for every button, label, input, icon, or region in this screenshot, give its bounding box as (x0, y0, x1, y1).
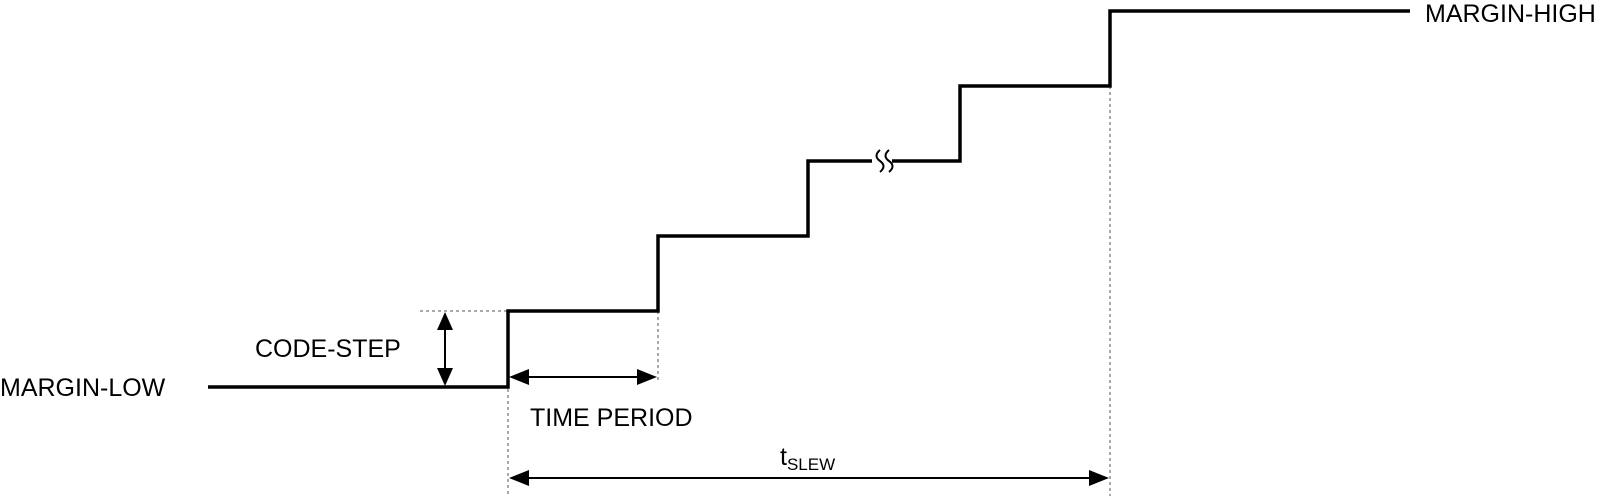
t-slew-main: t (780, 443, 787, 471)
margin-high-label: MARGIN-HIGH (1425, 0, 1596, 28)
staircase-waveform (208, 9, 1410, 389)
t-slew-arrow (509, 470, 1109, 486)
t-slew-label: tSLEW (780, 443, 835, 474)
margin-low-label: MARGIN-LOW (0, 374, 166, 402)
code-step-arrow (437, 312, 453, 386)
t-slew-subscript: SLEW (787, 455, 835, 474)
time-period-arrow (509, 369, 657, 385)
time-period-label: TIME PERIOD (530, 404, 693, 432)
code-step-label: CODE-STEP (255, 335, 401, 363)
break-mark-icon (872, 149, 894, 173)
